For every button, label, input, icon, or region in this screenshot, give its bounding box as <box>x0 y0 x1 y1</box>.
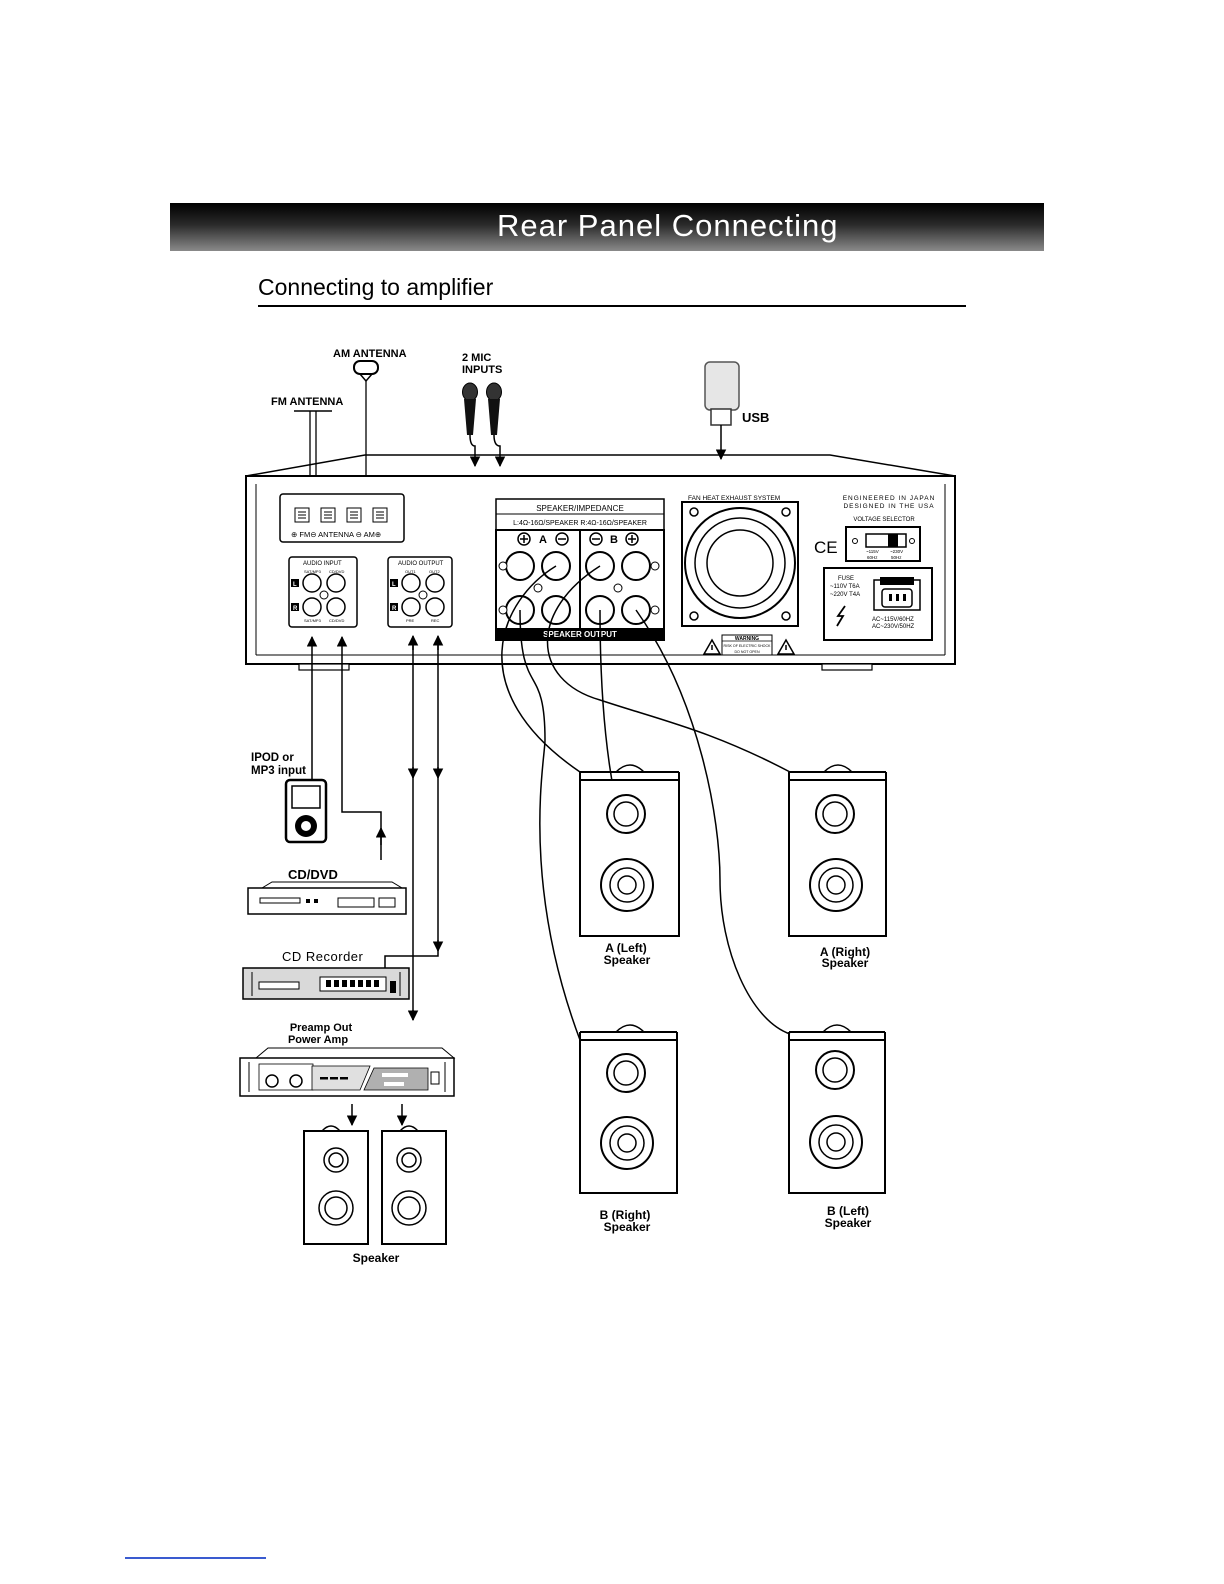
audio-input-ch-l: L <box>293 582 297 588</box>
audio-input-top-right: CD/DVD <box>329 569 344 574</box>
voltage-115-label: ~115V <box>866 549 879 554</box>
mic-inputs-label-2: INPUTS <box>462 364 502 376</box>
speaker-group-b: B <box>610 534 618 546</box>
speaker-b-right-label-2: Speaker <box>604 1220 651 1234</box>
speaker-a-right-label-2: Speaker <box>822 956 869 970</box>
voltage-selector-switch <box>845 526 921 562</box>
antenna-terminal-block <box>279 493 405 543</box>
small-speaker-right <box>381 1125 447 1245</box>
mic-inputs-label-1: 2 MIC <box>462 352 491 364</box>
footer-divider <box>125 1557 266 1559</box>
preamp-label-2: Power Amp <box>288 1034 348 1046</box>
header-banner <box>170 203 1044 251</box>
speaker-a-right-label-1: A (Right) <box>820 945 870 959</box>
audio-input-jacks <box>288 556 358 628</box>
audio-input-ch-r: R <box>293 606 298 612</box>
cd-dvd-label: CD/DVD <box>288 867 338 882</box>
speaker-b-right-label-1: B (Right) <box>600 1208 651 1222</box>
audio-output-ch-l: L <box>392 582 396 588</box>
ac-115-label: AC~115V/60HZ <box>872 617 914 623</box>
speaker-b-left-label-2: Speaker <box>825 1216 872 1230</box>
microphone-icon <box>462 382 506 468</box>
preamp-label-1: Preamp Out <box>290 1022 353 1034</box>
voltage-230-hz: 50Hz <box>891 555 902 560</box>
ipod-icon <box>284 778 328 844</box>
audio-output-ch-r: R <box>392 606 397 612</box>
antenna-terminal-caption: ⊕ FM⊖ ANTENNA ⊖ AM⊕ <box>291 530 381 539</box>
am-antenna-label: AM ANTENNA <box>333 348 407 360</box>
warning-label: WARNING <box>735 636 759 642</box>
audio-output-top-right: OUT2 <box>429 569 440 574</box>
fuse-power-block <box>823 567 933 641</box>
speaker-group-a: A <box>539 534 547 546</box>
cd-recorder-label: CD Recorder <box>282 949 364 964</box>
audio-input-top-left: SAT/MP3 <box>304 569 322 574</box>
section-divider <box>258 305 966 307</box>
audio-input-bottom-right: CD/DVD <box>329 618 344 623</box>
designed-label: DESIGNED IN THE USA <box>843 503 934 510</box>
voltage-selector-label: VOLTAGE SELECTOR <box>853 517 915 523</box>
page-title: Rear Panel Connecting <box>497 208 839 243</box>
impedance-detail: L:4Ω-16Ω/SPEAKER R:4Ω-16Ω/SPEAKER <box>513 520 647 527</box>
small-speaker-label: Speaker <box>353 1251 400 1265</box>
ac-230-label: AC~230V/50HZ <box>872 624 915 630</box>
speaker-a-left <box>579 764 680 937</box>
warning-icon <box>702 634 796 656</box>
ipod-label-1: IPOD or <box>251 752 294 764</box>
audio-input-bottom-left: SAT/MP3 <box>304 618 322 623</box>
warning-line-2: DO NOT OPEN <box>734 650 759 654</box>
audio-output-bottom-left: PRE <box>406 618 415 623</box>
warning-line-1: RISK OF ELECTRIC SHOCK <box>724 644 772 648</box>
fuse-label: FUSE <box>838 576 854 582</box>
audio-input-label: AUDIO INPUT <box>303 561 342 567</box>
speaker-b-right <box>579 1024 678 1194</box>
speaker-impedance-label: SPEAKER/IMPEDANCE <box>536 504 624 513</box>
engineered-label: ENGINEERED IN JAPAN <box>843 495 936 502</box>
audio-output-top-left: OUT1 <box>405 569 416 574</box>
audio-output-bottom-right: REC <box>431 618 440 623</box>
power-amp-icon <box>239 1047 456 1097</box>
speaker-b-left <box>788 1024 886 1194</box>
usb-icon <box>704 361 740 461</box>
fan-icon <box>681 501 799 627</box>
speaker-cables <box>501 565 791 1041</box>
ipod-label-2: MP3 input <box>251 765 306 777</box>
section-title: Connecting to amplifier <box>258 274 494 300</box>
fm-antenna-label: FM ANTENNA <box>271 396 343 408</box>
speaker-a-right <box>788 764 887 937</box>
speaker-output-label: SPEAKER OUTPUT <box>543 630 617 639</box>
audio-output-label: AUDIO OUTPUT <box>398 561 444 567</box>
cd-recorder-icon <box>242 967 410 1000</box>
fan-label: FAN HEAT EXHAUST SYSTEM <box>688 495 780 502</box>
ce-mark: CE <box>814 538 838 557</box>
cd-dvd-player-icon <box>247 881 407 915</box>
fuse-220-label: ~220V T4A <box>830 592 860 598</box>
input-output-cables <box>306 634 444 1022</box>
voltage-115-hz: 60Hz <box>867 555 878 560</box>
voltage-230-label: ~230V <box>890 549 903 554</box>
usb-label: USB <box>742 410 769 425</box>
fuse-115-label: ~110V T6A <box>830 584 860 590</box>
power-amp-output-arrows <box>346 1104 408 1127</box>
speaker-b-left-label-1: B (Left) <box>827 1204 869 1218</box>
speaker-a-left-label-2: Speaker <box>604 953 651 967</box>
small-speaker-left <box>303 1125 369 1245</box>
audio-output-jacks <box>387 556 453 628</box>
speaker-a-left-label-1: A (Left) <box>605 941 647 955</box>
